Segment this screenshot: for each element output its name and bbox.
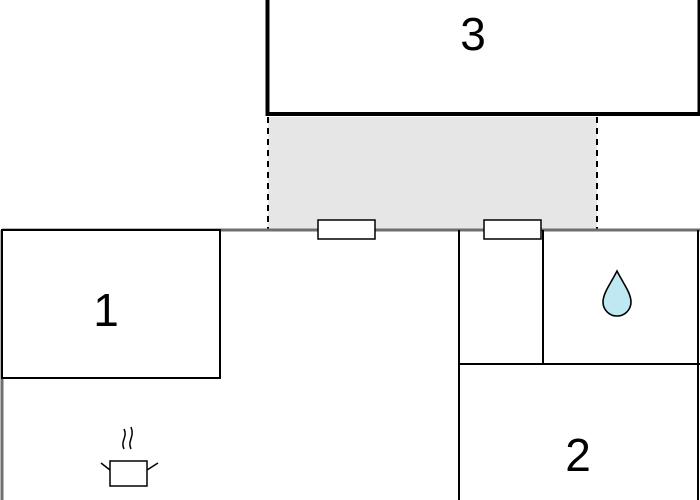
room-3-label: 3 bbox=[460, 8, 486, 60]
room-1-label: 1 bbox=[93, 284, 119, 336]
terrace-area bbox=[267, 117, 598, 230]
room-2-label: 2 bbox=[565, 429, 591, 481]
room-3: 3 bbox=[265, 0, 700, 116]
room-2: 2 bbox=[565, 429, 591, 481]
right-block bbox=[458, 230, 700, 500]
water-drop-icon bbox=[602, 269, 632, 317]
window bbox=[483, 219, 542, 240]
window bbox=[317, 219, 376, 240]
cooking-pot-icon bbox=[100, 426, 159, 487]
room-1: 1 bbox=[1, 229, 221, 379]
